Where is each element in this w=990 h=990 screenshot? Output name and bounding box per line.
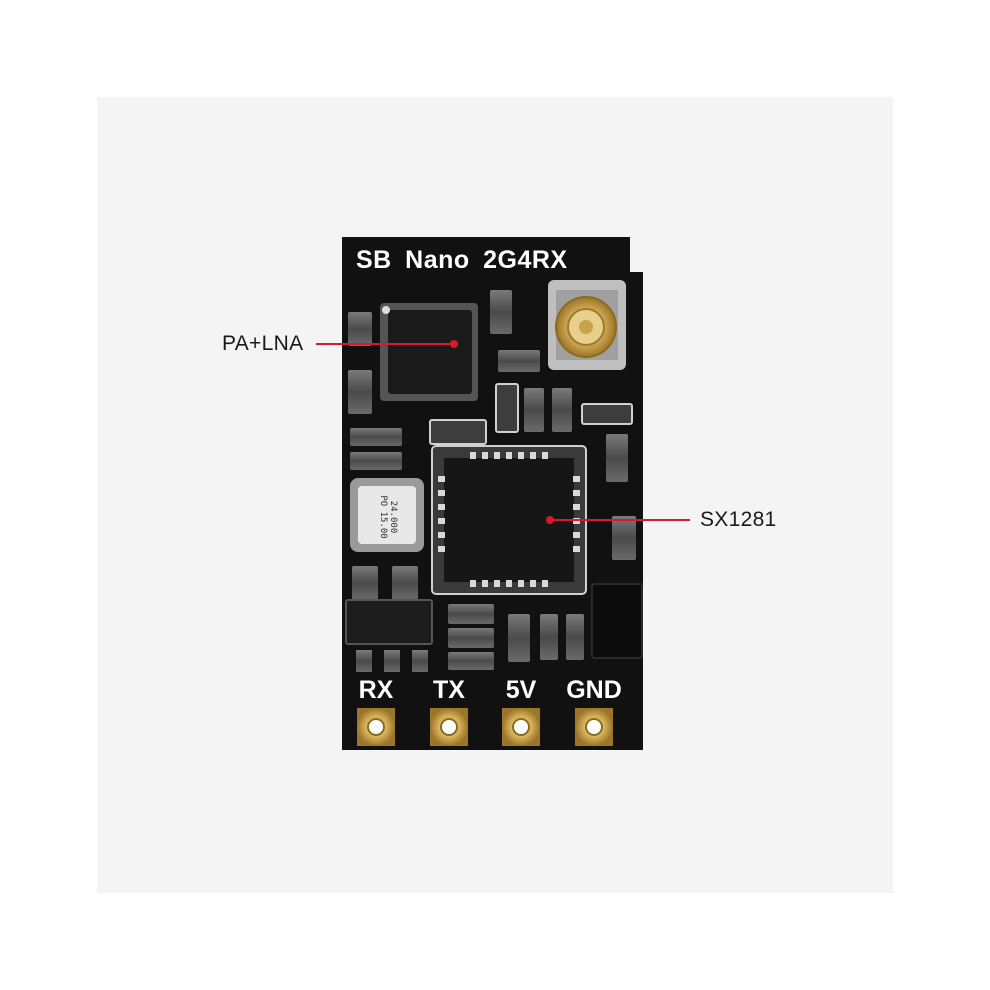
crystal-marking: 24.000 PO 15.00 bbox=[364, 493, 412, 541]
pa-lna-chip bbox=[380, 303, 478, 401]
callout-lines bbox=[316, 340, 690, 524]
crystal-marking-line1: 24.000 bbox=[388, 500, 398, 534]
solder-pads bbox=[357, 708, 613, 746]
smd-components bbox=[345, 290, 643, 672]
callout-sx1281: SX1281 bbox=[700, 508, 777, 531]
callout-pa-lna: PA+LNA bbox=[222, 332, 304, 355]
pin-label-gnd: GND bbox=[566, 676, 622, 704]
sx1281-chip bbox=[431, 445, 587, 595]
ufl-connector bbox=[548, 280, 626, 370]
pin-label-5v: 5V bbox=[505, 676, 537, 704]
crystal-marking-line2: PO 15.00 bbox=[378, 495, 388, 539]
crystal-oscillator bbox=[350, 478, 424, 552]
board-title: SB Nano 2G4RX bbox=[356, 246, 568, 274]
pin-label-tx: TX bbox=[433, 676, 465, 704]
pin-label-rx: RX bbox=[358, 676, 394, 704]
